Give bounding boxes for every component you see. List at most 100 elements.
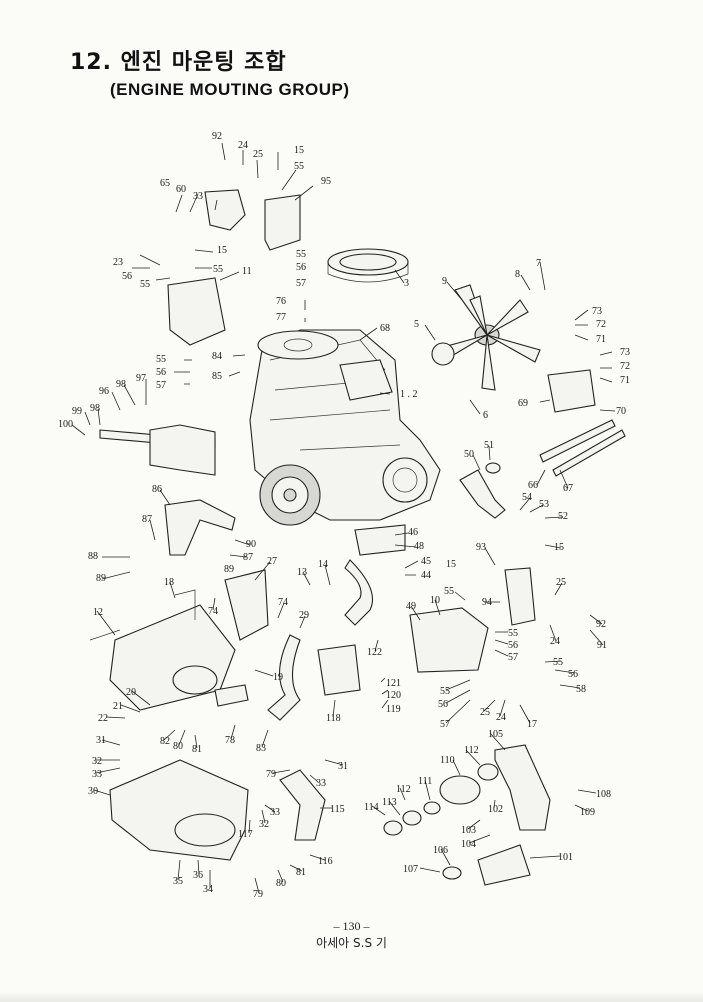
callout-120: 120: [386, 690, 401, 701]
callout-117: 117: [238, 829, 253, 840]
callout-9: 9: [442, 276, 447, 287]
callout-89: 89: [96, 573, 106, 584]
callout-106: 106: [433, 845, 448, 856]
callout-112: 112: [464, 745, 479, 756]
callout-58: 58: [576, 684, 586, 695]
page-footer: 아세아 S.S 기: [316, 936, 387, 950]
page-title-english: (ENGINE MOUTING GROUP): [110, 80, 350, 99]
callout-35: 35: [173, 876, 183, 887]
callout-72: 72: [620, 361, 630, 372]
callout-79: 79: [266, 769, 276, 780]
cooling-fan: [431, 284, 541, 391]
callout-10: 10: [430, 595, 440, 606]
callout-91: 91: [597, 640, 607, 651]
callout-66: 66: [528, 480, 538, 491]
callout-72: 72: [596, 319, 606, 330]
callout-102: 102: [488, 804, 503, 815]
callout-25: 25: [480, 707, 490, 718]
callout-60: 60: [176, 184, 186, 195]
callout-78: 78: [225, 735, 235, 746]
callout-98: 98: [116, 379, 126, 390]
callout-25: 25: [253, 149, 263, 160]
callout-24: 24: [550, 636, 560, 647]
callout-30: 30: [88, 786, 98, 797]
callout-49: 49: [406, 601, 416, 612]
callout-87: 87: [142, 514, 152, 525]
callout-55: 55: [553, 657, 563, 668]
callout-73: 73: [592, 306, 602, 317]
callout-110: 110: [440, 755, 455, 766]
callout-36: 36: [193, 870, 203, 881]
callout-44: 44: [421, 570, 431, 581]
callout-71: 71: [620, 375, 630, 386]
callout-90: 90: [246, 539, 256, 550]
callout-79: 79: [253, 889, 263, 900]
callout-56: 56: [296, 262, 306, 273]
callout-94: 94: [482, 597, 492, 608]
callout-21: 21: [113, 701, 123, 712]
callout-55: 55: [213, 264, 223, 275]
callout-114: 114: [364, 802, 379, 813]
callout-48: 48: [414, 541, 424, 552]
callout-121: 121: [386, 678, 401, 689]
callout-20: 20: [126, 687, 136, 698]
callout-96: 96: [99, 386, 109, 397]
callout-103: 103: [461, 825, 476, 836]
page-number: – 130 –: [333, 919, 370, 933]
callout-15: 15: [294, 145, 304, 156]
frame-rails: [99, 419, 626, 477]
lower-brackets: [164, 499, 536, 673]
muffler: [89, 589, 249, 711]
callout-33: 33: [193, 191, 203, 202]
callout-15: 15: [217, 245, 227, 256]
callout-54: 54: [522, 492, 532, 503]
callout-122: 122: [367, 647, 382, 658]
callout-50: 50: [464, 449, 474, 460]
callout-119: 119: [386, 704, 401, 715]
callout-33: 33: [270, 807, 280, 818]
callout-112: 112: [396, 784, 411, 795]
callout-33: 33: [316, 778, 326, 789]
engine-block: [249, 329, 441, 526]
callout-70: 70: [616, 406, 626, 417]
callout-73: 73: [620, 347, 630, 358]
callout-15: 15: [446, 559, 456, 570]
callout-18: 18: [164, 577, 174, 588]
callout-6: 6: [483, 410, 488, 421]
callout-55: 55: [440, 686, 450, 697]
callout-69: 69: [518, 398, 528, 409]
callout-32: 32: [92, 756, 102, 767]
callout-56: 56: [156, 367, 166, 378]
callout-57: 57: [508, 652, 518, 663]
callout-101: 101: [558, 852, 573, 863]
callout-29: 29: [299, 610, 309, 621]
callout-83: 83: [256, 743, 266, 754]
callout-22: 22: [98, 713, 108, 724]
part-callouts: 92 24 25 15 55 65 60 33 95 23 15 56 55 5…: [58, 131, 630, 900]
callout-85: 85: [212, 371, 222, 382]
callout-34: 34: [203, 884, 213, 895]
callout-14: 14: [318, 559, 328, 570]
callout-104: 104: [461, 839, 476, 850]
callout-51: 51: [484, 440, 494, 451]
callout-7: 7: [536, 258, 541, 269]
callout-95: 95: [321, 176, 331, 187]
callout-118: 118: [326, 713, 341, 724]
upper-mount-brackets: [167, 189, 596, 413]
callout-76: 76: [276, 296, 286, 307]
callout-55: 55: [296, 249, 306, 260]
callout-93: 93: [476, 542, 486, 553]
callout-24: 24: [238, 140, 248, 151]
scan-edge: [0, 992, 703, 1002]
callout-31: 31: [338, 761, 348, 772]
callout-67: 67: [563, 483, 573, 494]
callout-55: 55: [140, 279, 150, 290]
leader-lines: [71, 142, 616, 894]
callout-68: 68: [380, 323, 390, 334]
callout-55: 55: [444, 586, 454, 597]
callout-65: 65: [160, 178, 170, 189]
callout-13: 13: [297, 567, 307, 578]
callout-97: 97: [136, 373, 146, 384]
callout-81: 81: [192, 744, 202, 755]
